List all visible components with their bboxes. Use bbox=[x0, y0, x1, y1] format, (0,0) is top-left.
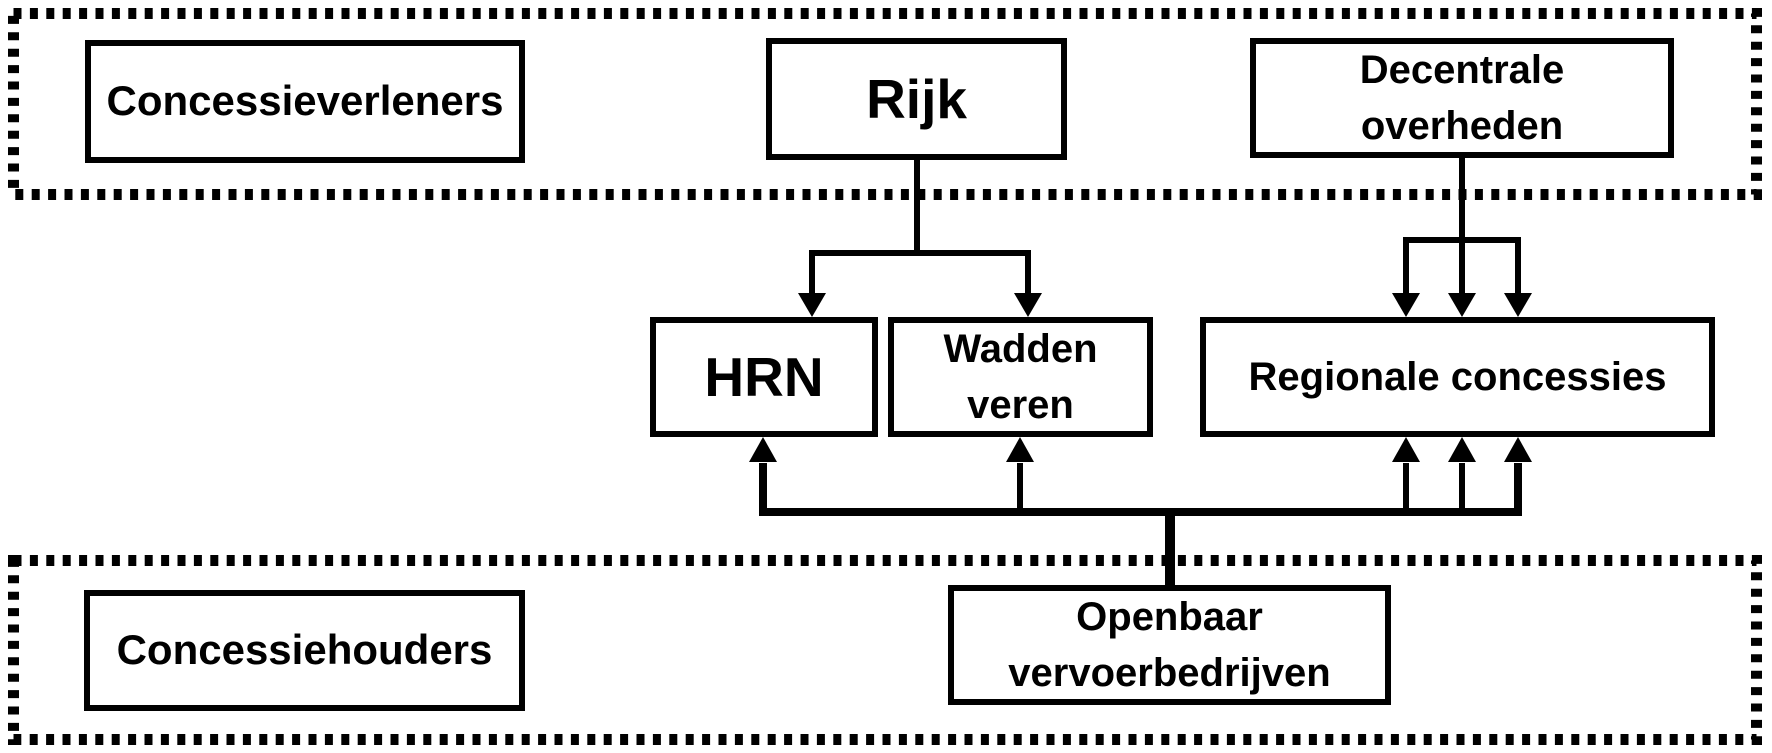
decentrale-fork-line bbox=[1403, 237, 1521, 296]
node-label-line: Decentrale bbox=[1359, 48, 1565, 92]
arrowhead-down bbox=[1014, 293, 1042, 317]
connector-openbaar-to-concessions bbox=[749, 437, 1532, 586]
arrowhead-down bbox=[1392, 293, 1420, 317]
node-decentrale-overheden: Decentrale overheden bbox=[1250, 38, 1674, 158]
node-label-line: Wadden bbox=[943, 327, 1098, 371]
collector-line bbox=[759, 463, 1522, 516]
node-regionale-concessies: Regionale concessies bbox=[1200, 317, 1715, 437]
arrowhead-up bbox=[1392, 437, 1420, 462]
node-label: HRN bbox=[704, 345, 824, 408]
arrowhead-down bbox=[1504, 293, 1532, 317]
region-label-text: Concessiehouders bbox=[116, 626, 493, 674]
region-label-concessiehouders: Concessiehouders bbox=[84, 590, 525, 711]
arrowhead-down bbox=[1448, 293, 1476, 317]
node-label-line: vervoerbedrijven bbox=[1008, 651, 1331, 695]
arrowhead-down bbox=[798, 293, 826, 317]
node-label-line: overheden bbox=[1360, 104, 1564, 148]
arrowhead-up bbox=[1006, 437, 1034, 462]
rijk-fork-line bbox=[809, 250, 1031, 296]
node-label: Rijk bbox=[866, 67, 967, 130]
region-label-text: Concessieverleners bbox=[106, 77, 504, 125]
arrowhead-up bbox=[749, 437, 777, 462]
connector-decentrale-to-regionale bbox=[1392, 156, 1532, 317]
arrowhead-up bbox=[1448, 437, 1476, 462]
node-wadden-veren: Wadden veren bbox=[888, 317, 1153, 437]
concessieverleners-region-border bbox=[8, 8, 1762, 200]
node-rijk: Rijk bbox=[766, 38, 1067, 160]
node-openbaar-vervoerbedrijven: Openbaar vervoerbedrijven bbox=[948, 585, 1391, 705]
connector-rijk-to-hrn-and-waddenveren bbox=[798, 158, 1042, 317]
node-label-line: Openbaar bbox=[1076, 595, 1263, 639]
node-label: Regionale concessies bbox=[1248, 355, 1667, 399]
region-label-concessieverleners: Concessieverleners bbox=[85, 40, 525, 163]
node-hrn: HRN bbox=[650, 317, 878, 437]
node-label-line: veren bbox=[967, 383, 1074, 427]
arrowhead-up bbox=[1504, 437, 1532, 462]
concessiehouders-region-border bbox=[8, 555, 1762, 745]
